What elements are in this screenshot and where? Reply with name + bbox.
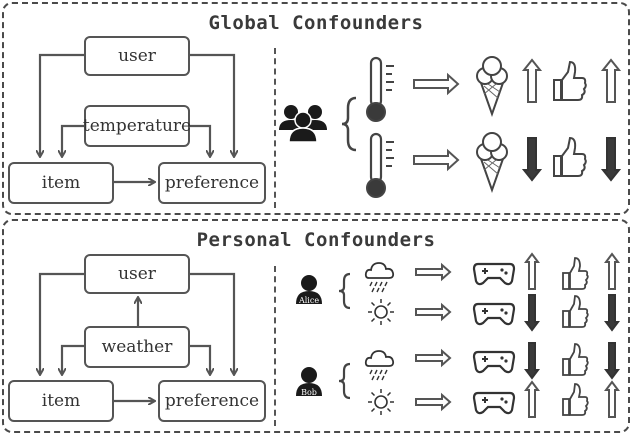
thumbs-up-icon [562,295,589,328]
user-label-alice: Alice [298,296,320,305]
down-arrow-icon [605,294,619,331]
gamepad-icon [472,350,516,374]
right-arrow-icon [415,350,451,366]
right-arrow-icon [415,304,451,320]
up-arrow-icon [605,381,619,418]
rain-cloud-icon [364,262,395,293]
thermometer-icon [365,132,396,199]
brace-icon [337,362,352,400]
right-arrow-icon [415,394,451,410]
thermometer-icon [365,56,396,123]
sun-icon [367,298,395,326]
gamepad-icon [472,391,516,415]
down-arrow-icon [605,342,619,379]
personal-panel-title: Personal Confounders [196,229,436,251]
user-label-bob: Bob [301,388,317,397]
sun-icon [367,388,395,416]
node-user: user [84,36,190,76]
gamepad-icon [472,262,516,286]
personal-confounders-panel: Personal Confounders [2,219,630,433]
up-arrow-icon [602,59,620,103]
down-arrow-icon [525,342,539,379]
node-weather: weather [84,326,190,368]
personal-divider [274,266,276,426]
thumbs-up-icon [562,383,589,416]
node-user-personal: user [84,254,190,294]
edge-temperature-item [62,124,84,156]
brace-icon [340,96,358,152]
edge-weather-item [62,344,84,374]
edge-user-preference-personal [190,272,234,374]
node-item: item [8,162,114,204]
node-preference: preference [158,162,266,204]
thumbs-up-icon [562,257,589,290]
right-arrow-icon [415,264,451,280]
edge-user-item-personal [40,272,84,374]
up-arrow-icon [523,59,541,103]
up-arrow-icon [525,253,539,290]
thumbs-up-icon [553,61,587,101]
node-temperature: temperature [83,105,191,147]
gamepad-icon [472,302,516,326]
global-panel-title: Global Confounders [208,12,424,34]
down-arrow-icon [525,294,539,331]
brace-icon [337,272,352,310]
global-confounders-panel: Global Confounders [2,2,630,215]
right-arrow-icon [413,150,459,170]
edge-user-item [40,53,84,156]
right-arrow-icon [413,74,459,94]
global-divider [274,48,276,208]
ice-cream-icon [476,56,508,115]
people-group-icon [279,105,327,143]
edge-weather-preference [190,344,210,374]
down-arrow-icon [523,137,541,181]
edge-user-preference [190,53,234,156]
down-arrow-icon [602,137,620,181]
edge-temperature-preference [190,124,210,156]
node-preference-personal: preference [158,380,266,422]
up-arrow-icon [605,253,619,290]
node-item-personal: item [8,380,114,422]
rain-cloud-icon [364,350,395,381]
up-arrow-icon [525,381,539,418]
ice-cream-icon [476,132,508,191]
thumbs-up-icon [553,137,587,177]
thumbs-up-icon [562,343,589,376]
